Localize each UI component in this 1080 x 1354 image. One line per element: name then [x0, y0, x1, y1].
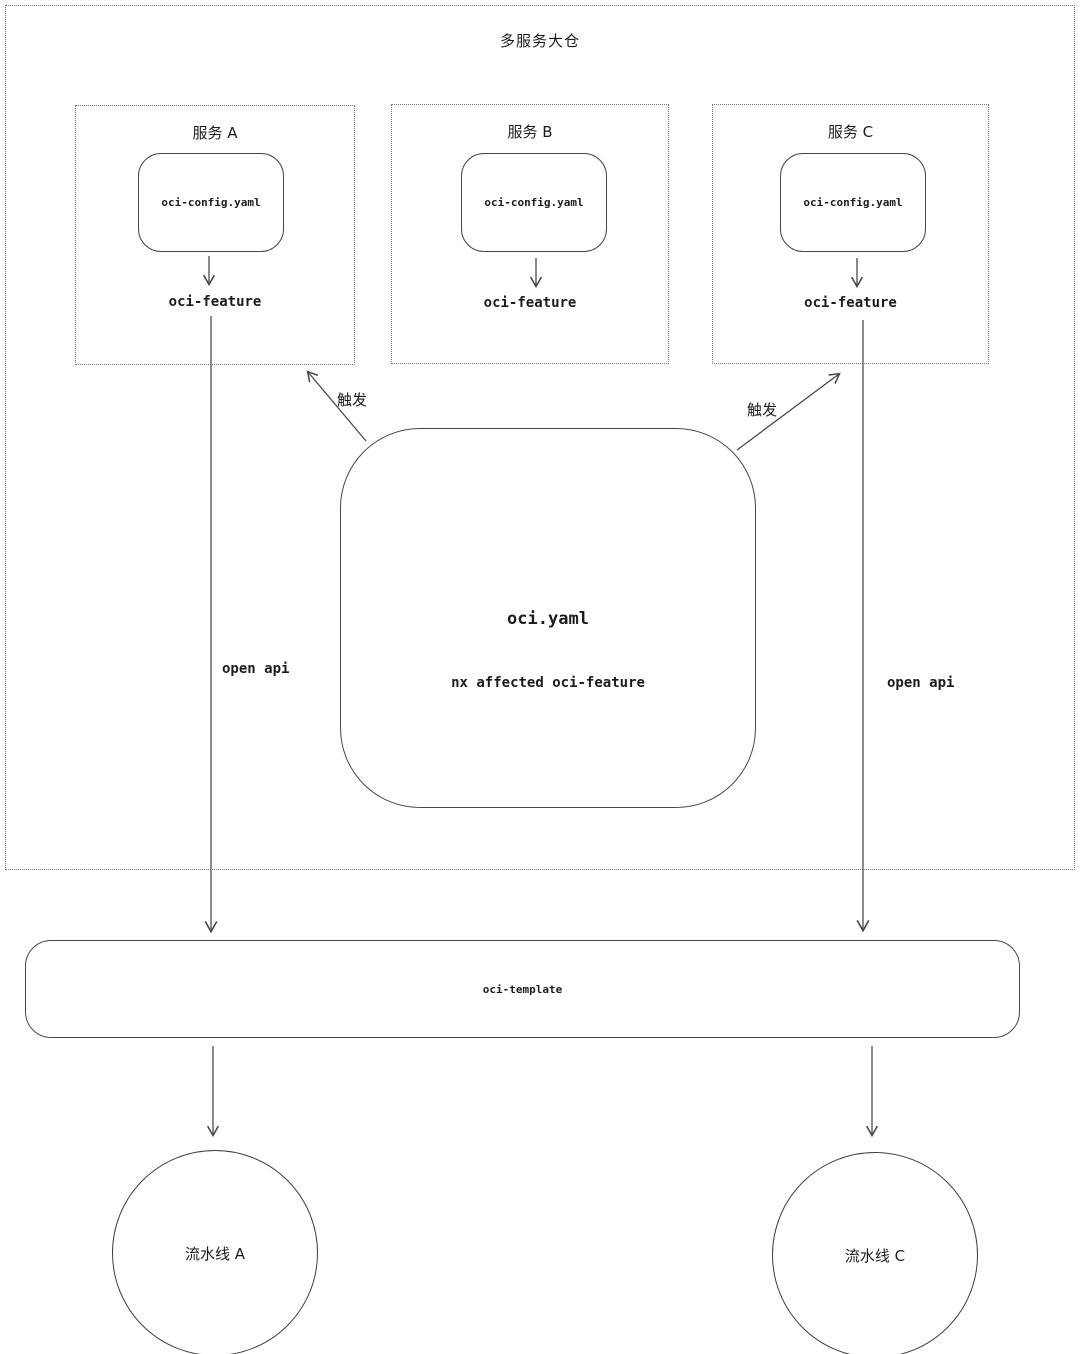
pipeline-circle-a: 流水线 A — [112, 1150, 318, 1354]
service-box-a: 服务 A oci-config.yaml oci-feature — [75, 105, 355, 365]
oci-template-label: oci-template — [482, 982, 563, 996]
service-a-config-label: oci-config.yaml — [161, 196, 261, 209]
trigger-label-a: 触发 — [337, 391, 368, 409]
service-c-config-label: oci-config.yaml — [803, 196, 903, 209]
trigger-label-c: 触发 — [747, 401, 778, 419]
service-c-feature-label: oci-feature — [804, 295, 897, 311]
service-b-title: 服务 B — [507, 123, 553, 141]
open-api-label-a: open api — [222, 661, 290, 677]
service-b-feature-label: oci-feature — [483, 295, 577, 311]
service-c-config-node: oci-config.yaml — [780, 153, 926, 252]
open-api-label-c: open api — [887, 675, 955, 691]
oci-template-node: oci-template — [25, 940, 1020, 1038]
service-b-config-label: oci-config.yaml — [484, 196, 584, 209]
oci-yaml-node: oci.yaml nx affected oci-feature — [340, 428, 756, 808]
service-a-title: 服务 A — [192, 124, 238, 142]
pipeline-a-label: 流水线 A — [184, 1244, 246, 1263]
service-c-title: 服务 C — [827, 123, 874, 141]
service-a-config-node: oci-config.yaml — [138, 153, 284, 252]
oci-yaml-title: oci.yaml — [507, 609, 589, 629]
oci-yaml-subtitle: nx affected oci-feature — [451, 675, 645, 691]
service-box-b: 服务 B oci-config.yaml oci-feature — [391, 104, 669, 364]
service-box-c: 服务 C oci-config.yaml oci-feature — [712, 104, 989, 364]
service-a-feature-label: oci-feature — [168, 294, 262, 310]
service-b-config-node: oci-config.yaml — [461, 153, 607, 252]
pipeline-c-label: 流水线 C — [844, 1246, 906, 1265]
pipeline-circle-c: 流水线 C — [772, 1152, 978, 1354]
monorepo-container: 多服务大仓 — [5, 5, 1075, 870]
diagram-title: 多服务大仓 — [499, 32, 580, 50]
